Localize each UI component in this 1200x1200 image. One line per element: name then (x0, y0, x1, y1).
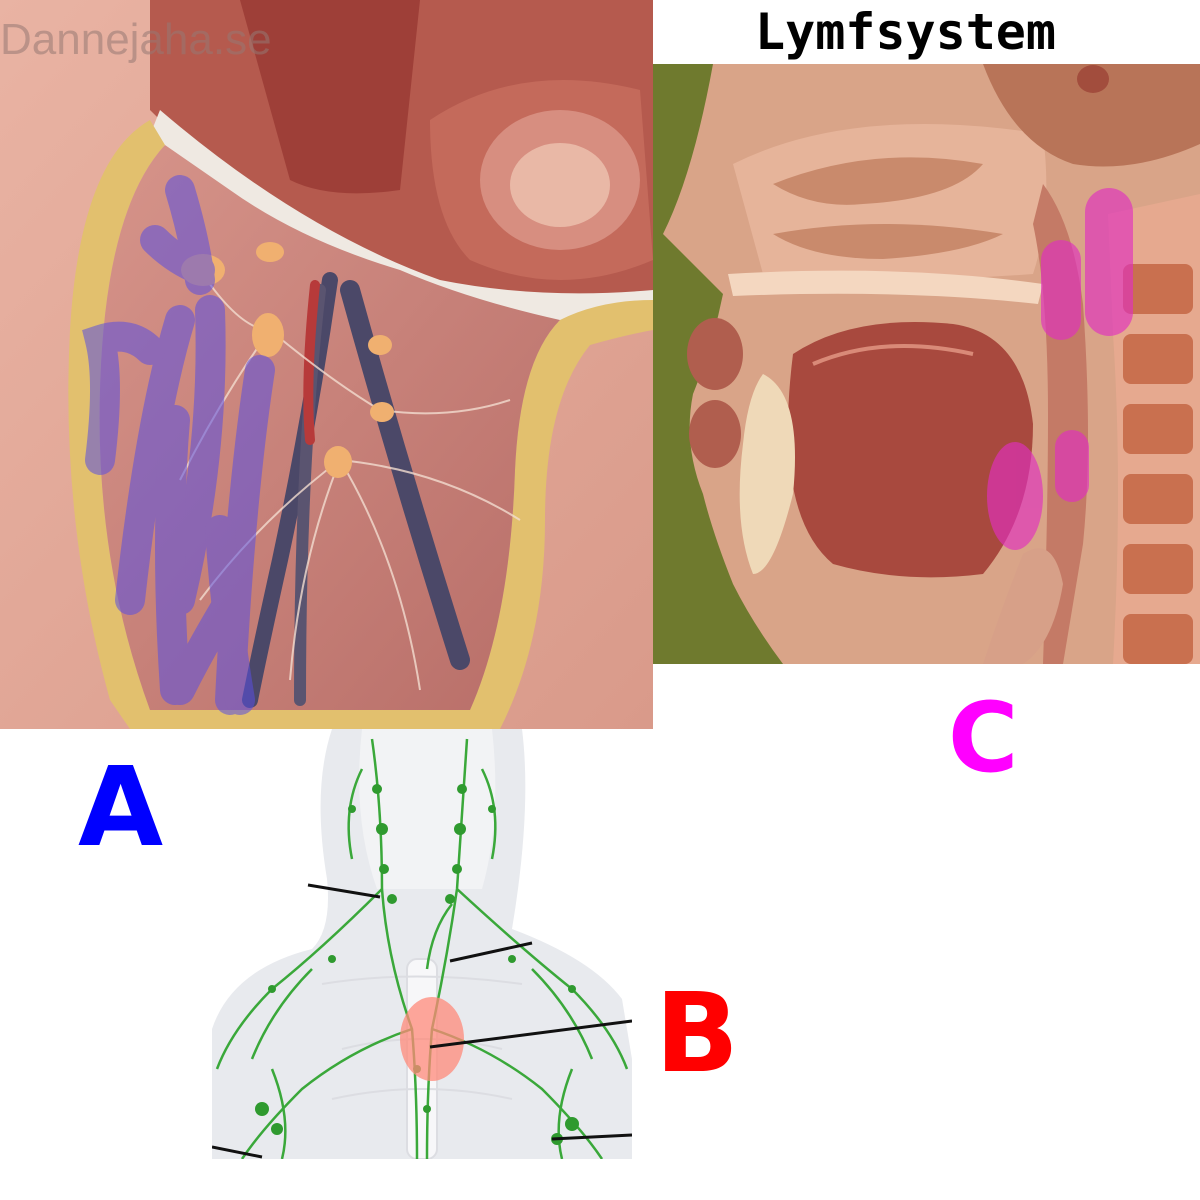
sagittal-head-image (653, 64, 1200, 664)
watermark-text: Dannejaha.se (0, 15, 272, 64)
tonsil-highlight-c (987, 188, 1133, 550)
panel-c-head-section (653, 64, 1200, 664)
label-a: A (78, 743, 164, 871)
label-b: B (655, 969, 739, 1097)
panel-a-anatomy-photo (0, 0, 653, 729)
page-title: Lymfsystem (754, 3, 1057, 61)
panel-b-lymphatic-illustration (212, 729, 632, 1159)
label-c: C (948, 682, 1019, 794)
lymph-vessel-highlight-a (82, 175, 275, 715)
pelvic-dissection-image (0, 0, 653, 729)
thymus-highlight-b (400, 997, 464, 1081)
upper-body-lymphatic-image (212, 729, 632, 1159)
pointer-lines (212, 883, 632, 1159)
